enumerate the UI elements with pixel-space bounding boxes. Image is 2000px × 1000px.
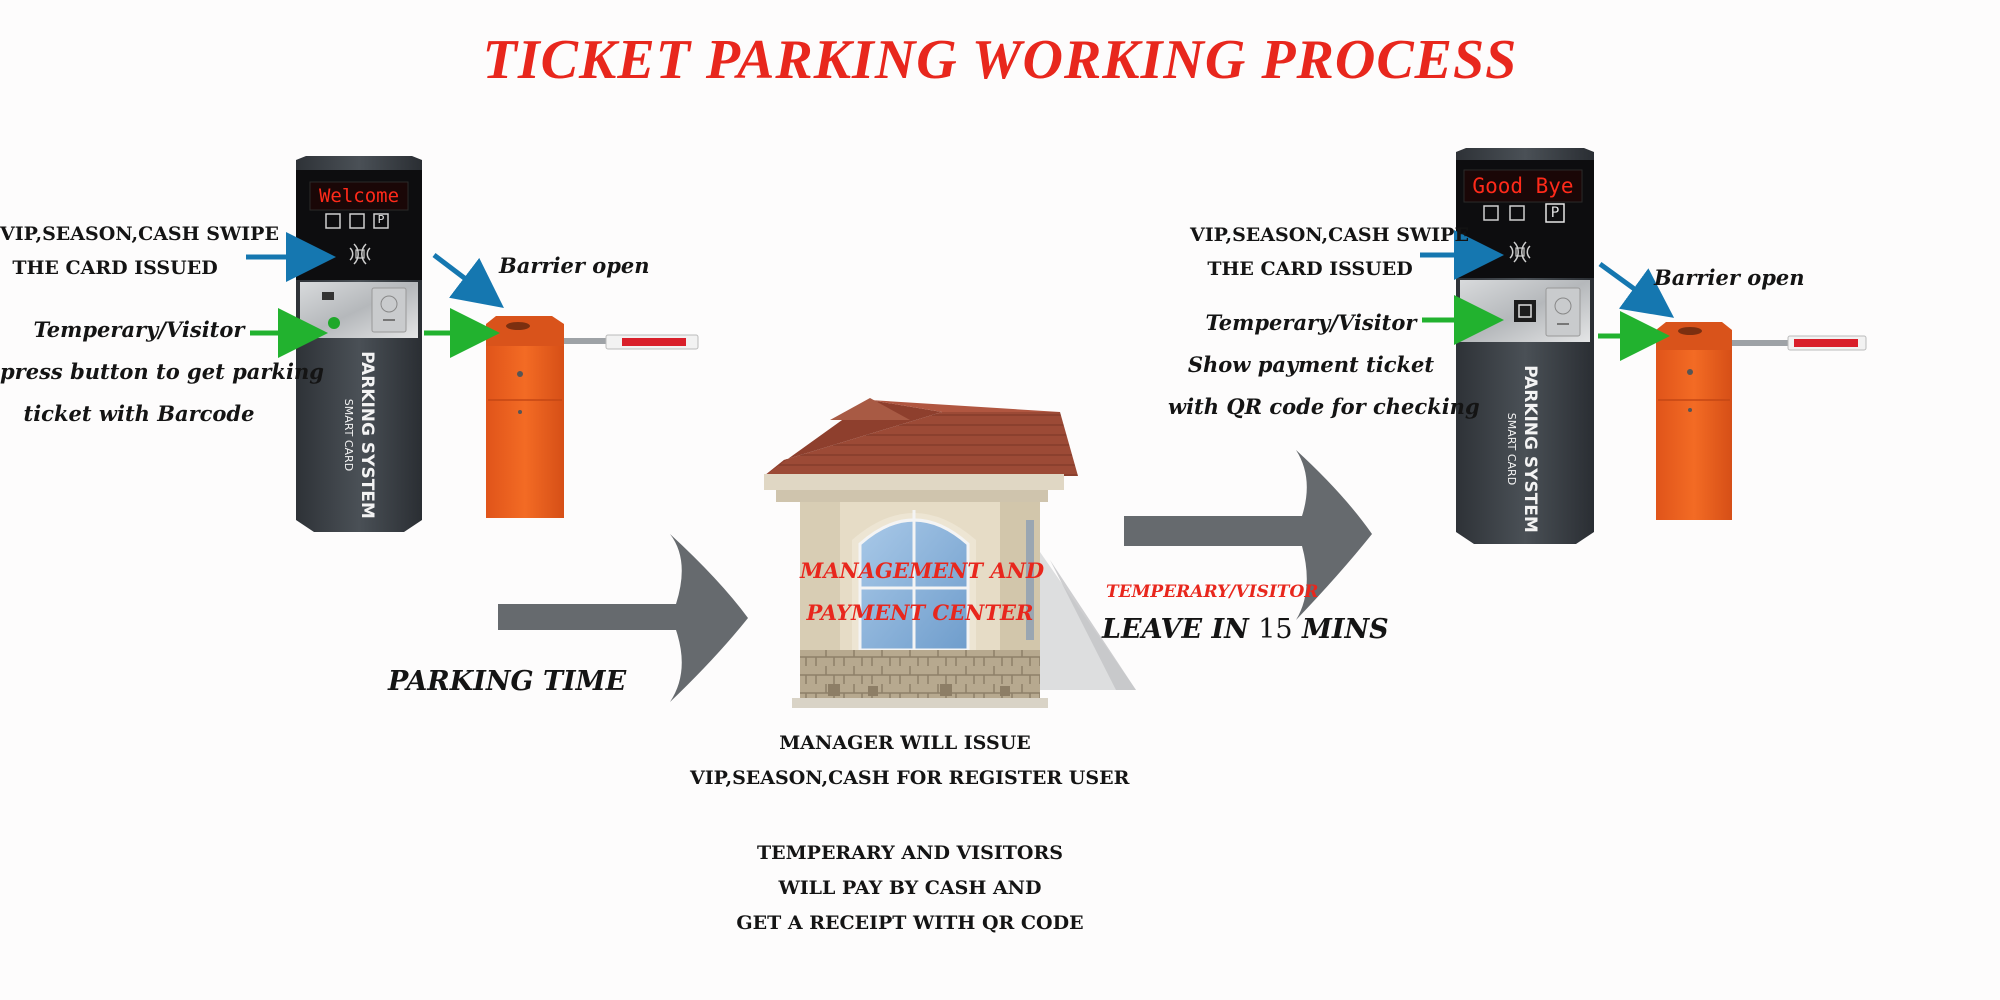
entry-visitor-label-line3: ticket with Barcode [23,401,255,426]
visitor-payment-note: TEMPERARY AND VISITORS WILL PAY BY CASH … [700,836,1120,941]
manager-note: MANAGER WILL ISSUE VIP,SEASON,CASH FOR R… [690,726,1130,796]
visitor-note: TEMPERARY/VISITOR [1106,582,1319,602]
exit-barrier-label: Barrier open [1654,265,1805,290]
leave-suffix: MINS [1292,614,1389,645]
entry-led-display: Welcome [318,185,400,207]
entry-visitor-label: Temperary/Visitor press button to get pa… [0,309,324,435]
exit-visitor-label-line3: with QR code for checking [1168,394,1480,419]
entry-barrier [486,316,699,518]
qr-scanner-icon [1514,300,1536,322]
manager-note-line1: MANAGER WILL ISSUE [779,732,1031,754]
exit-card-label-line1: VIP,SEASON,CASH SWIPE [1190,224,1469,246]
rfid-icon [349,243,371,265]
parking-time-label: PARKING TIME [388,666,627,697]
exit-barrier-arrow [1598,261,1675,318]
exit-visitor-label-line1: Temperary/Visitor [1205,310,1417,335]
entry-panel-p: P [377,213,385,226]
rfid-icon [1509,241,1531,263]
parking-time-arrow [498,534,748,702]
entry-visitor-label-line2: press button to get parking [0,359,324,384]
visitor-payment-note-line2: WILL PAY BY CASH AND [778,877,1042,899]
exit-brand-line2: SMART CARD [1505,412,1518,486]
exit-visitor-label: Temperary/Visitor Show payment ticket wi… [1168,302,1480,428]
exit-barrier [1656,322,1867,520]
entry-card-label-line1: VIP,SEASON,CASH SWIPE [0,223,279,245]
visitor-payment-note-line3: GET A RECEIPT WITH QR CODE [736,912,1084,934]
entry-card-label-line2: THE CARD ISSUED [12,257,218,279]
entry-brand-line2: SMART CARD [342,398,355,472]
booth-label-line1: MANAGEMENT AND [800,558,1045,583]
entry-card-label: VIP,SEASON,CASH SWIPE THE CARD ISSUED [0,217,279,285]
exit-brand-line1: PARKING SYSTEM [1520,365,1540,533]
manager-note-line2: VIP,SEASON,CASH FOR REGISTER USER [690,767,1130,789]
booth-label-line2: PAYMENT CENTER [806,600,1034,625]
exit-led-display: Good Bye [1472,174,1574,198]
entry-brand-line1: PARKING SYSTEM [357,351,377,519]
diagram-title: TICKET PARKING WORKING PROCESS [482,29,1518,91]
exit-panel-p: P [1550,205,1560,221]
visitor-payment-note-line1: TEMPERARY AND VISITORS [757,842,1063,864]
exit-card-label-line2: THE CARD ISSUED [1207,258,1413,280]
entry-barrier-label: Barrier open [499,253,650,278]
leave-number: 15 [1258,614,1293,645]
entry-barrier-arrow [432,253,504,309]
leave-arrow [1124,450,1372,620]
exit-card-label: VIP,SEASON,CASH SWIPE THE CARD ISSUED [1190,218,1469,286]
green-button-icon [328,317,340,329]
leave-label: LEAVE IN 15 MINS [1102,614,1389,645]
exit-visitor-label-line2: Show payment ticket [1187,352,1435,377]
leave-prefix: LEAVE IN [1102,614,1259,645]
booth-label: MANAGEMENT AND PAYMENT CENTER [800,550,1045,634]
management-booth [764,398,1136,708]
entry-visitor-label-line1: Temperary/Visitor [33,317,245,342]
